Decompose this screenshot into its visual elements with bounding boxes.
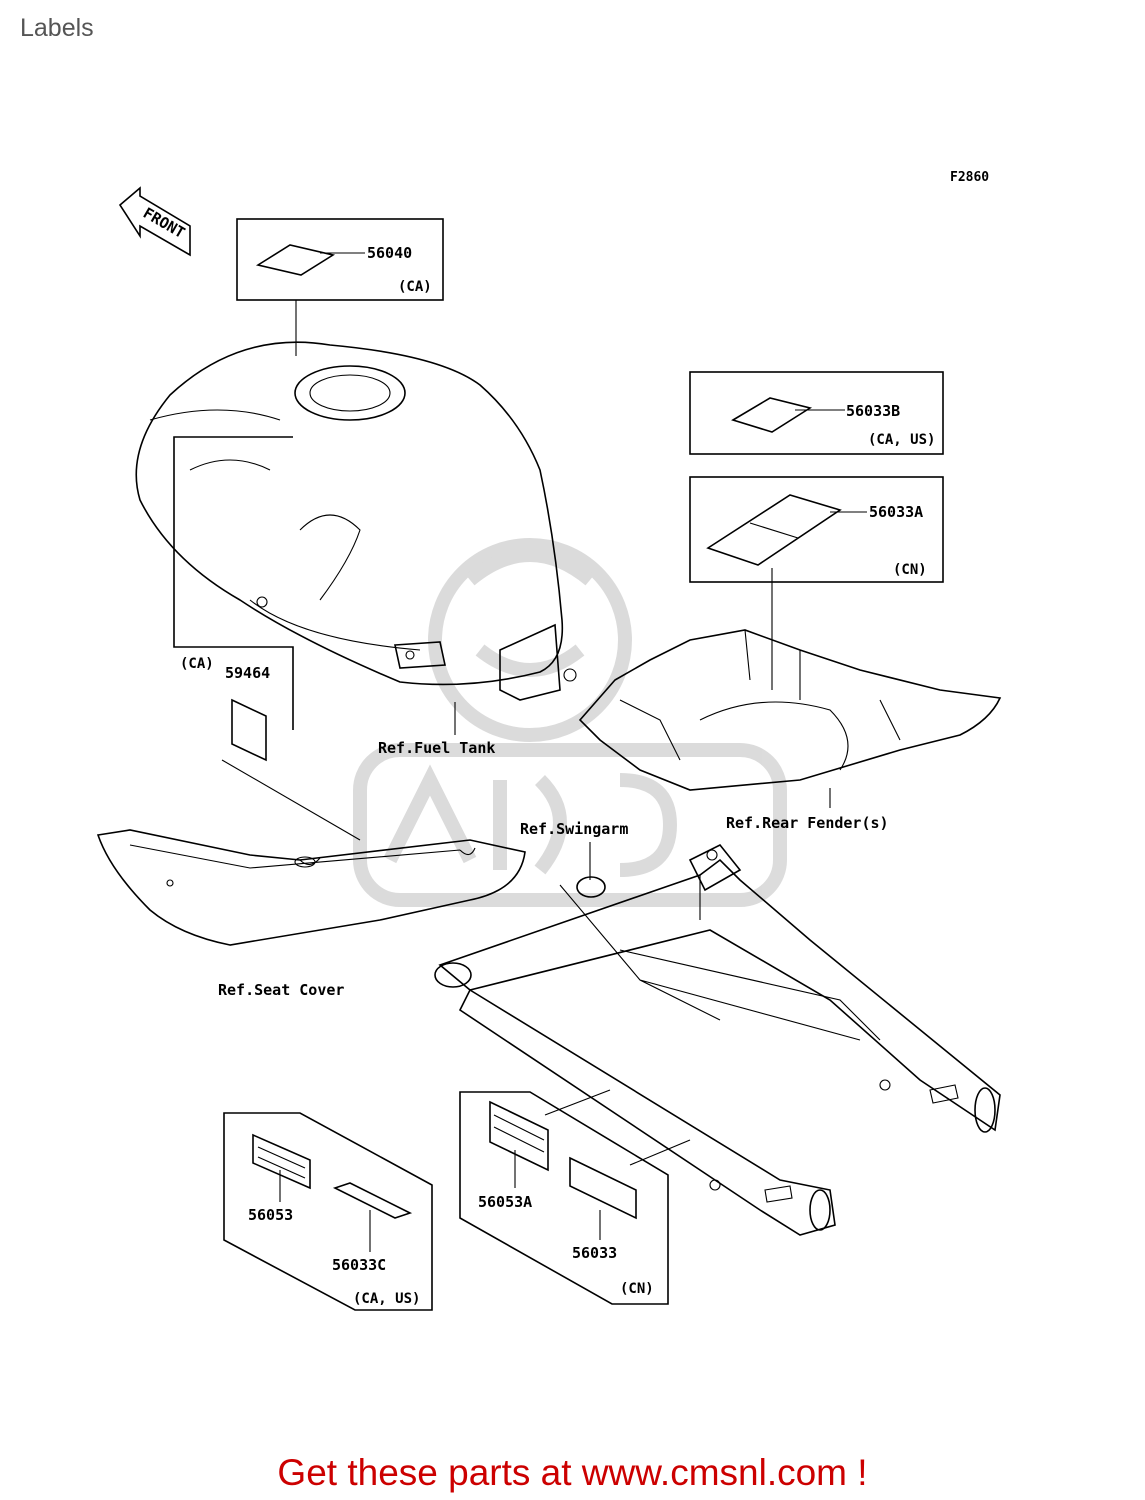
callout-56040[interactable]: 56040 (CA) [236,218,444,356]
callout-56053A[interactable]: 56053A 56033 (CN) [459,1089,691,1305]
watermark-logo [353,538,787,907]
ref-fuel-tank: Ref.Fuel Tank [378,739,495,757]
callout-56053[interactable]: 56053 56033C (CA, US) [223,1112,433,1311]
part-56053: 56053 [248,1206,293,1224]
ref-rear-fender: Ref.Rear Fender(s) [726,814,889,832]
ref-seat-cover: Ref.Seat Cover [218,981,344,999]
part-56033C: 56033C [332,1256,386,1274]
footer-shop-link[interactable]: Get these parts at www.cmsnl.com ! [277,1452,868,1493]
ref-swingarm: Ref.Swingarm [520,820,628,838]
part-56053A: 56053A [478,1193,532,1211]
callout-56033B[interactable]: 56033B (CA, US) [689,371,944,455]
fuel-tank-drawing: Ref.Fuel Tank [135,341,577,757]
figure-code: F2860 [950,170,989,185]
callout-56033A[interactable]: 56033A (CN) [689,476,944,690]
swingarm-drawing: Ref.Swingarm [434,820,1001,1236]
part-56033B: 56033B [846,402,900,420]
callout-59464[interactable]: (CA) 59464 [173,436,361,841]
part-56033: 56033 [572,1244,617,1262]
part-56040: 56040 [367,244,412,262]
part-59464: 59464 [225,664,270,682]
parts-diagram: FRONT F2860 56040 (CA) Ref.Fuel Tank 560… [96,170,1002,1311]
region-56033: (CN) [620,1281,654,1297]
region-56033C: (CA, US) [353,1291,420,1307]
page-title: Labels [20,14,94,42]
part-56033A: 56033A [869,503,923,521]
region-56033B: (CA, US) [868,432,935,448]
rear-fender-drawing: Ref.Rear Fender(s) [578,629,1002,832]
region-56033A: (CN) [893,562,927,578]
seat-cover-drawing: Ref.Seat Cover [96,829,526,999]
front-arrow-icon: FRONT [118,186,191,257]
region-56040: (CA) [398,279,432,295]
region-59464: (CA) [180,656,214,672]
